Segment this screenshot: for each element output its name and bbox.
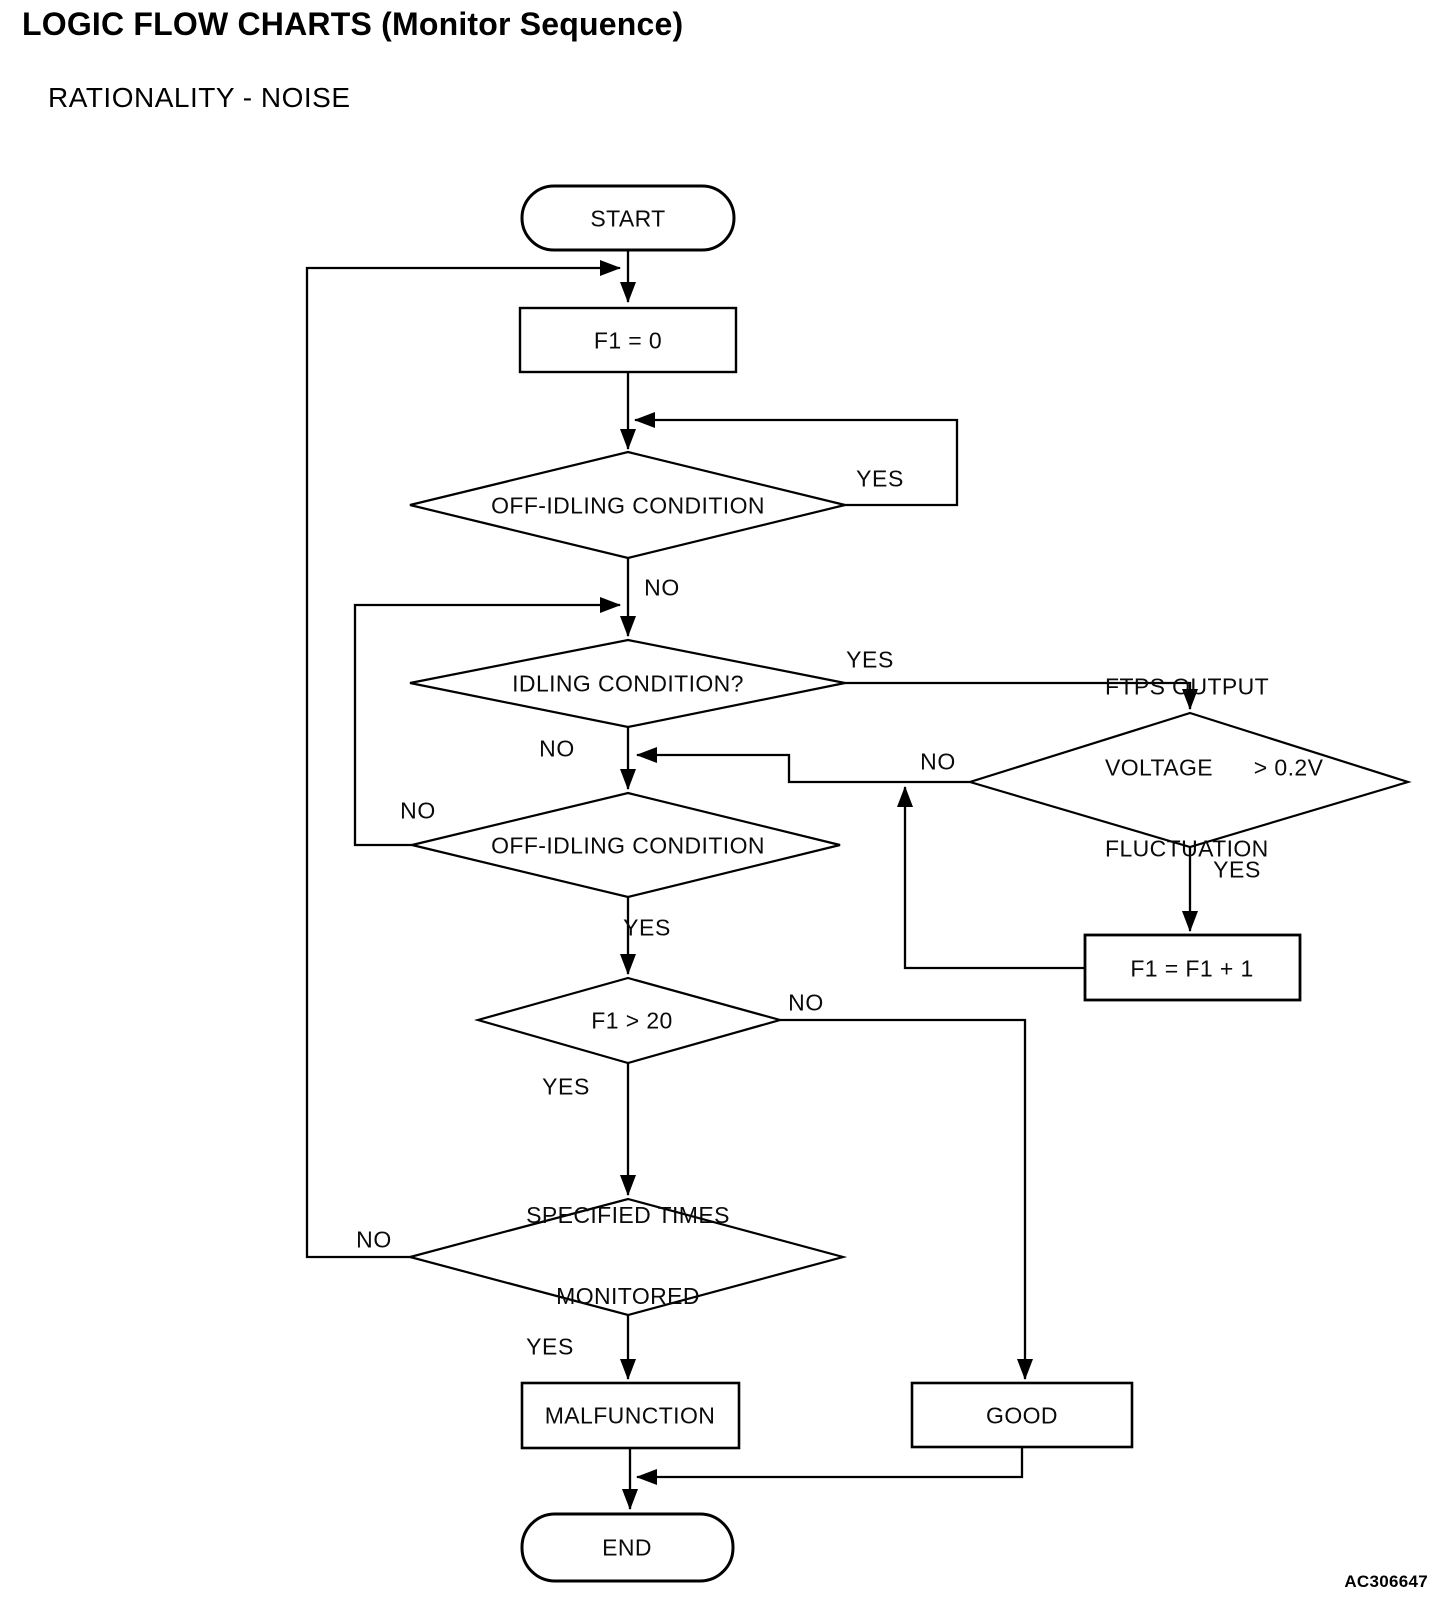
- edge-increment-return: [897, 786, 1085, 970]
- edge-ftps-no-return: [636, 747, 970, 784]
- ftps-label: FTPS OUTPUT VOLTAGE > 0.2V FLUCTUATION: [1105, 620, 1323, 917]
- ftps-no-label: NO: [920, 748, 956, 775]
- edge-offidling2-no-loop: [353, 597, 621, 847]
- increment-label: F1 = F1 + 1: [1130, 955, 1254, 982]
- increment-process-shape: [1083, 933, 1302, 1002]
- start-terminator-shape: [520, 184, 736, 252]
- off-idling-1-decision-shape: [409, 450, 846, 560]
- page-title: LOGIC FLOW CHARTS (Monitor Sequence): [22, 6, 684, 42]
- init-process-shape: [518, 306, 738, 374]
- idling-decision-shape: [409, 638, 846, 729]
- f1-count-yes-label: YES: [542, 1073, 590, 1100]
- off-idling-2-label: OFF-IDLING CONDITION: [491, 832, 765, 859]
- specified-times-label: SPECIFIED TIMES MONITORED: [526, 1148, 730, 1364]
- specified-times-label-line1: SPECIFIED TIMES: [526, 1202, 730, 1228]
- ftps-label-line1: FTPS OUTPUT: [1105, 673, 1270, 700]
- off-idling-1-no-label: NO: [644, 574, 680, 601]
- chart-subtitle: RATIONALITY - NOISE: [48, 82, 351, 113]
- f1-count-decision-shape: [473, 976, 785, 1065]
- specified-yes-label: YES: [526, 1333, 574, 1360]
- good-process-shape: [910, 1381, 1134, 1449]
- start-label: START: [590, 205, 666, 232]
- figure-code: AC306647: [1344, 1572, 1428, 1591]
- init-label: F1 = 0: [593, 327, 663, 354]
- specified-no-label: NO: [356, 1226, 392, 1253]
- malfunction-label: MALFUNCTION: [544, 1402, 716, 1429]
- idling-yes-label: YES: [846, 646, 894, 673]
- edge-f1count-no-to-good: [780, 1018, 1033, 1380]
- edge-good-merge: [636, 1447, 1024, 1485]
- idling-label: IDLING CONDITION?: [512, 670, 744, 697]
- ftps-label-line3: FLUCTUATION: [1105, 835, 1269, 862]
- malfunction-process-shape: [520, 1381, 741, 1450]
- off-idling-2-yes-label: YES: [623, 914, 671, 941]
- f1-count-no-label: NO: [788, 989, 824, 1016]
- f1-count-label: F1 > 20: [591, 1007, 673, 1034]
- end-terminator-shape: [520, 1512, 735, 1583]
- edge-specified-no-loop: [305, 260, 621, 1259]
- ftps-decision-shape: [966, 711, 1412, 849]
- ftps-label-line2: VOLTAGE > 0.2V: [1105, 754, 1324, 781]
- edge-offidling1-yes-loop: [634, 412, 959, 507]
- good-label: GOOD: [986, 1402, 1058, 1429]
- off-idling-1-label: OFF-IDLING CONDITION: [491, 492, 765, 519]
- off-idling-2-decision-shape: [411, 791, 841, 899]
- edge-idling-yes-to-ftps: [845, 681, 1198, 710]
- off-idling-1-yes-label: YES: [856, 465, 904, 492]
- off-idling-2-no-label: NO: [400, 797, 436, 824]
- idling-no-label: NO: [539, 735, 575, 762]
- specified-times-label-line2: MONITORED: [556, 1283, 700, 1309]
- specified-times-decision-shape: [405, 1197, 848, 1317]
- end-label: END: [602, 1534, 652, 1561]
- ftps-yes-label: YES: [1213, 856, 1261, 883]
